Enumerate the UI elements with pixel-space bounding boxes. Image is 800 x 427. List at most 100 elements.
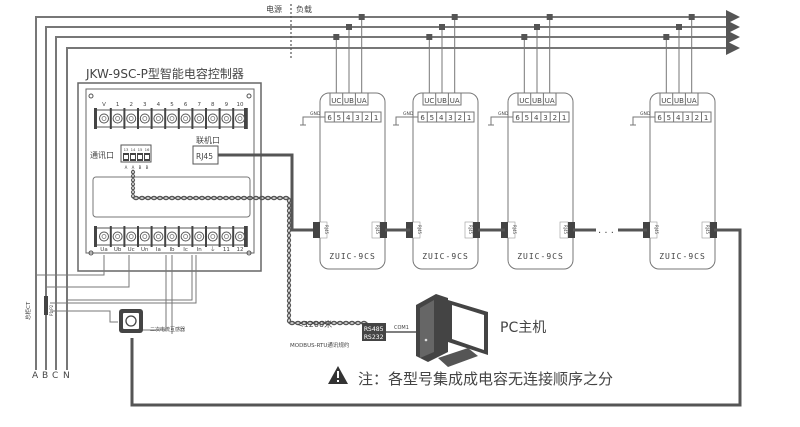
screw-icon	[246, 250, 252, 256]
terminal-label: 2	[129, 102, 133, 108]
converter-top-label: RS485	[364, 325, 384, 333]
svg-text:15: 15	[138, 147, 143, 152]
terminal-screw[interactable]	[139, 113, 150, 124]
pin-label: 4	[439, 114, 444, 122]
terminal-screw[interactable]	[221, 231, 232, 242]
terminal-screw[interactable]	[167, 231, 177, 242]
bus-line-a	[35, 16, 730, 370]
terminal-screw[interactable]	[153, 113, 164, 124]
terminal-screw[interactable]	[139, 231, 150, 242]
phase-terminal-label: UC	[661, 97, 671, 105]
pin-label: 5	[667, 114, 671, 122]
controller-rj45-label: RJ45	[196, 152, 213, 161]
phase-terminal-label: UC	[331, 97, 341, 105]
phase-terminal-label: UC	[424, 97, 434, 105]
terminal-label: Uc	[128, 247, 135, 253]
pin-label: 3	[685, 114, 689, 122]
terminal-screw[interactable]	[180, 231, 191, 242]
terminal-label: 9	[225, 102, 229, 108]
svg-text:A: A	[125, 165, 128, 170]
rs485-converter	[362, 323, 386, 341]
phase-terminal-label: UA	[687, 97, 697, 105]
svg-text:GND: GND	[403, 111, 414, 117]
arrow-icon	[726, 20, 740, 34]
bus-line-n	[66, 47, 730, 370]
terminal-screw[interactable]	[112, 113, 123, 124]
terminal-screw[interactable]	[221, 113, 232, 124]
phase-terminal-label: UB	[437, 97, 447, 105]
terminal-screw[interactable]	[235, 231, 245, 242]
terminal-screw[interactable]	[167, 113, 177, 124]
measurement-wires	[36, 255, 197, 334]
pin-label: 6	[657, 114, 662, 122]
power-bus	[35, 16, 730, 370]
svg-text:A: A	[132, 165, 135, 170]
pin-label: 3	[355, 114, 359, 122]
pin-label: 3	[543, 114, 547, 122]
phase-terminal-label: UB	[344, 97, 354, 105]
svg-text:14: 14	[131, 147, 136, 152]
terminal-label: 6	[184, 102, 188, 108]
pin-label: 4	[346, 114, 351, 122]
pin-label: 2	[365, 114, 369, 122]
svg-text:16: 16	[145, 147, 150, 152]
module-name: ZUIC-9CS	[422, 252, 469, 261]
terminal-screw[interactable]	[112, 231, 123, 242]
svg-text:GND: GND	[640, 111, 651, 117]
terminal-screw[interactable]	[126, 231, 137, 242]
svg-text:RJ45: RJ45	[654, 225, 659, 235]
pin-label: 1	[562, 114, 566, 122]
svg-text:RJ45: RJ45	[512, 225, 517, 235]
terminal-label: Un	[141, 247, 149, 253]
terminal-label: ⏚	[210, 246, 216, 253]
terminal-screw[interactable]	[99, 113, 109, 124]
main-ct	[44, 296, 48, 315]
com-port-label: COM1	[394, 325, 409, 331]
pin-label: 5	[430, 114, 434, 122]
comm-port-label: 通讯口	[90, 150, 114, 160]
phase-terminal-label: UA	[450, 97, 460, 105]
source-label: 电源	[266, 4, 282, 14]
screw-icon	[246, 93, 252, 99]
pin-label: 5	[525, 114, 529, 122]
pin-label: 1	[374, 114, 378, 122]
terminal-screw[interactable]	[180, 113, 191, 124]
pin-label: 6	[327, 114, 332, 122]
bus-arrows	[726, 10, 740, 55]
pin-label: 2	[553, 114, 557, 122]
terminal-screw[interactable]	[235, 113, 245, 124]
terminal-label: 8	[211, 102, 215, 108]
terminal-label: 12	[237, 247, 244, 253]
svg-text:B: B	[146, 165, 149, 170]
pin-label: 2	[458, 114, 462, 122]
pin-label: 5	[337, 114, 341, 122]
terminal-label: In	[197, 247, 203, 253]
module-name: ZUIC-9CS	[329, 252, 376, 261]
phase-terminal-label: UA	[357, 97, 367, 105]
arrow-icon	[726, 30, 740, 44]
terminal-screw[interactable]	[99, 231, 109, 242]
terminal-screw[interactable]	[194, 113, 205, 124]
terminal-screw[interactable]	[126, 113, 137, 124]
terminal-screw[interactable]	[153, 231, 164, 242]
terminal-screw[interactable]	[207, 113, 218, 124]
pin-label: 6	[515, 114, 520, 122]
phase-labels: A B C N	[32, 371, 70, 381]
protocol-label: MODBUS-RTU通讯规约	[290, 341, 350, 349]
bus-line-b	[45, 26, 730, 370]
main-ct-label: 总柜CT	[24, 301, 32, 320]
terminal-label: 4	[157, 102, 161, 108]
svg-text:RJ45: RJ45	[324, 225, 329, 235]
terminal-screw[interactable]	[207, 231, 218, 242]
warning-icon	[328, 366, 348, 384]
terminal-screw[interactable]	[194, 231, 205, 242]
module-name: ZUIC-9CS	[659, 252, 706, 261]
